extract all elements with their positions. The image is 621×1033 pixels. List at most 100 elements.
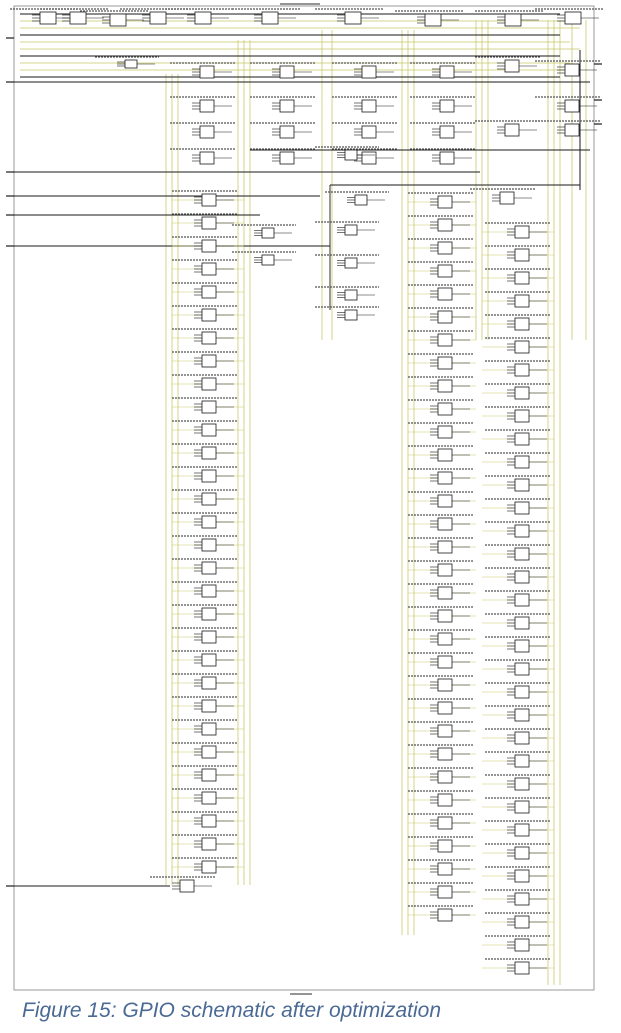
- top-cell: [10, 8, 78, 25]
- register-cell: [332, 148, 398, 165]
- middle-column-cell: [408, 583, 474, 600]
- top-cell: [475, 10, 543, 27]
- register-cell: [332, 96, 398, 113]
- middle-column-cell: [408, 284, 474, 301]
- right-column-cell: [485, 843, 551, 860]
- middle-column-cell: [408, 422, 474, 439]
- right-column-cell: [485, 544, 551, 561]
- left-column-cell: [172, 673, 238, 690]
- right-column-cell: [485, 958, 551, 975]
- left-column-cell: [172, 650, 238, 667]
- right-column-cell: [485, 705, 551, 722]
- middle-column-cell: [408, 445, 474, 462]
- right-column-cell: [485, 659, 551, 676]
- logic-cell: [315, 306, 379, 321]
- left-column-cell: [172, 213, 238, 230]
- right-column-cell: [485, 774, 551, 791]
- register-cell: [410, 122, 476, 139]
- register-cell: [410, 148, 476, 165]
- left-column-cell: [172, 236, 238, 253]
- right-column-cell: [485, 613, 551, 630]
- right-column-cell: [485, 935, 551, 952]
- right-column-cell: [485, 429, 551, 446]
- right-column-cell: [485, 452, 551, 469]
- right-column-cell: [485, 912, 551, 929]
- middle-column-cell: [408, 905, 474, 922]
- logic-cell: [232, 251, 296, 266]
- left-column-cell: [172, 604, 238, 621]
- output-cell: [535, 96, 601, 113]
- right-column-cell: [485, 889, 551, 906]
- register-cell: [410, 62, 476, 79]
- right-column-cell: [485, 590, 551, 607]
- right-column-cell: [485, 222, 551, 239]
- register-cell: [170, 62, 236, 79]
- right-column-cell: [485, 498, 551, 515]
- register-cell: [410, 96, 476, 113]
- right-column-cell: [485, 245, 551, 262]
- middle-column-cell: [408, 790, 474, 807]
- middle-column-cell: [408, 261, 474, 278]
- output-cell: [535, 60, 601, 77]
- middle-column-cell: [408, 215, 474, 232]
- left-column-cell: [172, 581, 238, 598]
- left-column-cell: [172, 558, 238, 575]
- middle-column-cell: [408, 836, 474, 853]
- output-cell: [470, 188, 536, 205]
- right-column-cell: [485, 751, 551, 768]
- left-column-cell: [172, 788, 238, 805]
- left-column-cell: [172, 535, 238, 552]
- logic-cell: [325, 191, 389, 206]
- left-column-cell: [172, 282, 238, 299]
- right-column-cell: [485, 866, 551, 883]
- right-column-cell: [485, 291, 551, 308]
- logic-cell: [315, 146, 379, 161]
- middle-column-cell: [408, 537, 474, 554]
- output-cell: [535, 120, 601, 137]
- left-column-cell: [172, 857, 238, 874]
- register-cell: [250, 62, 316, 79]
- left-column-cell: [172, 742, 238, 759]
- left-column-cell: [172, 259, 238, 276]
- middle-column-cell: [408, 353, 474, 370]
- left-column-cell: [172, 420, 238, 437]
- right-column-cell: [485, 797, 551, 814]
- left-column-cell: [172, 719, 238, 736]
- left-column-cell: [172, 374, 238, 391]
- right-column-cell: [485, 820, 551, 837]
- right-column-cell: [485, 728, 551, 745]
- logic-cell: [315, 286, 379, 301]
- left-column-cell: [172, 328, 238, 345]
- register-cell: [332, 62, 398, 79]
- left-column-cell: [172, 397, 238, 414]
- top-cell: [165, 8, 233, 25]
- register-cell: [170, 148, 236, 165]
- right-column-cell: [485, 636, 551, 653]
- middle-column-cell: [408, 376, 474, 393]
- right-column-cell: [485, 521, 551, 538]
- middle-column-cell: [408, 307, 474, 324]
- right-column-cell: [485, 682, 551, 699]
- figure-caption: Figure 15: GPIO schematic after optimiza…: [22, 999, 442, 1022]
- gpio-schematic: [6, 3, 603, 995]
- left-column-cell: [172, 627, 238, 644]
- middle-column-cell: [408, 767, 474, 784]
- middle-column-cell: [408, 675, 474, 692]
- left-column-cell: [172, 351, 238, 368]
- middle-column-cell: [408, 491, 474, 508]
- left-column-cell: [172, 512, 238, 529]
- schematic-frame: [13, 5, 595, 991]
- gate-cell: [95, 56, 159, 69]
- middle-column-cell: [408, 813, 474, 830]
- output-cell: [475, 120, 541, 137]
- output-cell: [475, 56, 541, 73]
- middle-column-cell: [408, 859, 474, 876]
- top-cell: [40, 8, 108, 25]
- middle-column-cell: [408, 606, 474, 623]
- middle-column-cell: [408, 629, 474, 646]
- left-column-cell: [172, 443, 238, 460]
- cell-layer: [10, 8, 603, 975]
- top-cell: [120, 8, 188, 25]
- top-cell: [315, 8, 383, 25]
- middle-column-cell: [408, 238, 474, 255]
